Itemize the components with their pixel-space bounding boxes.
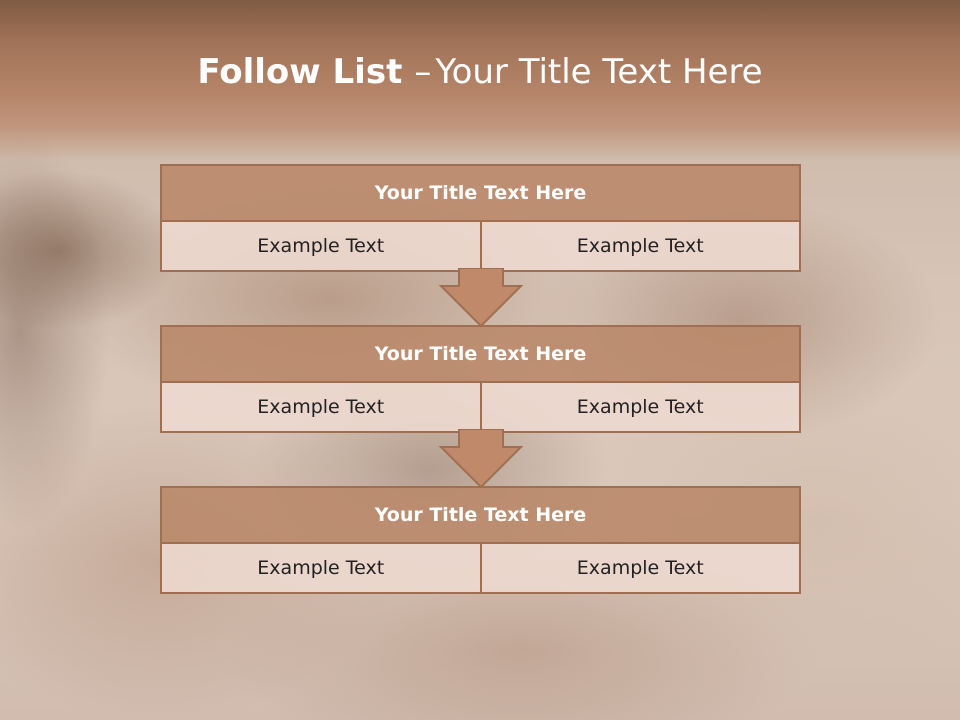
step-title: Your Title Text Here — [160, 325, 801, 383]
step-box-2: Your Title Text Here Example Text Exampl… — [160, 325, 801, 433]
down-arrow-icon — [438, 429, 524, 489]
slide-title-rest: Your Title Text Here — [435, 52, 763, 92]
step-cell-right: Example Text — [479, 383, 799, 431]
slide-title-bold: Follow List — [197, 52, 403, 92]
step-cell-right: Example Text — [479, 544, 799, 592]
down-arrow-icon — [438, 268, 524, 328]
step-title: Your Title Text Here — [160, 164, 801, 222]
slide-title-dash: – — [414, 52, 432, 92]
slide-title: Follow List–Your Title Text Here — [0, 52, 960, 92]
step-cell-left: Example Text — [162, 544, 480, 592]
step-row: Example Text Example Text — [160, 544, 801, 594]
header-band — [0, 0, 960, 160]
step-cell-left: Example Text — [162, 383, 480, 431]
step-box-1: Your Title Text Here Example Text Exampl… — [160, 164, 801, 272]
step-row: Example Text Example Text — [160, 383, 801, 433]
step-cell-left: Example Text — [162, 222, 480, 270]
step-title: Your Title Text Here — [160, 486, 801, 544]
step-cell-right: Example Text — [479, 222, 799, 270]
step-row: Example Text Example Text — [160, 222, 801, 272]
step-box-3: Your Title Text Here Example Text Exampl… — [160, 486, 801, 594]
